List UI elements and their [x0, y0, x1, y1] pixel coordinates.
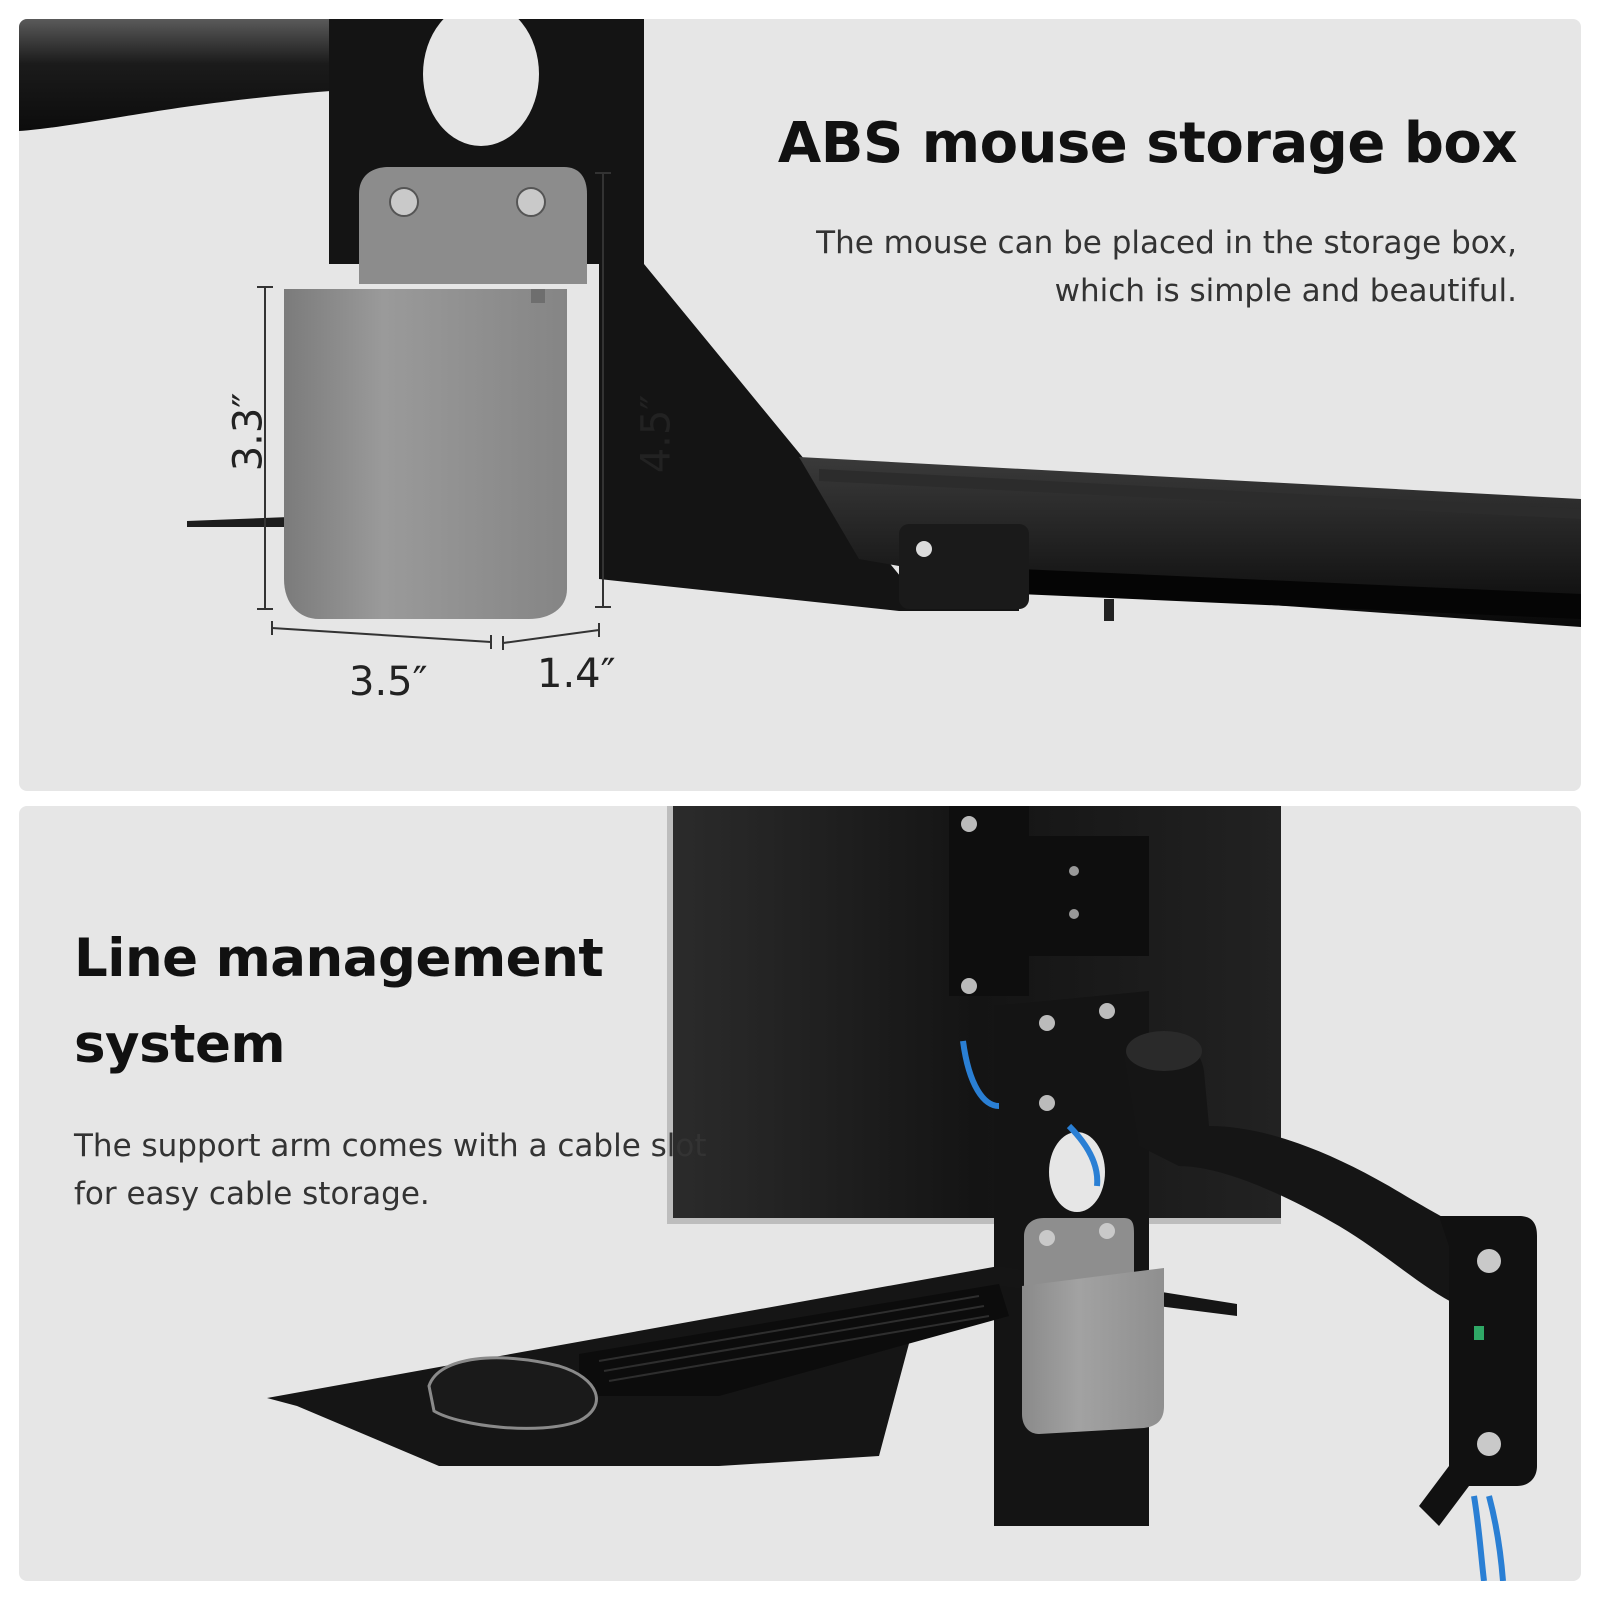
- line-management-illustration: [267, 806, 1537, 1581]
- box-width-label: 3.5″: [349, 659, 428, 705]
- wall-cable: [1471, 1495, 1506, 1581]
- blue-cable: [960, 1040, 1101, 1187]
- box-depth-label: 1.4″: [537, 651, 616, 697]
- pole-screw: [1039, 1015, 1055, 1031]
- tray-bracket: [899, 524, 1029, 609]
- section-title-mouse-storage: ABS mouse storage box: [777, 111, 1518, 176]
- mouse-storage-panel: ABS mouse storage box The mouse can be p…: [19, 19, 1581, 791]
- wall-bracket: [1419, 1216, 1537, 1526]
- mouse-storage-box-bottom: [1022, 1268, 1164, 1434]
- dimension-lines: [257, 172, 611, 650]
- articulating-arm: [1124, 1040, 1479, 1306]
- bracket-hole: [916, 541, 932, 557]
- screw-right: [516, 187, 546, 217]
- vesa-plate: [949, 806, 1149, 996]
- support-arm: [19, 19, 359, 131]
- mouse-storage-box: [284, 289, 567, 619]
- section-description-mouse-storage: The mouse can be placed in the storage b…: [816, 225, 1517, 309]
- shelf-edge: [187, 517, 289, 527]
- line-management-panel: Line management system The support arm c…: [19, 806, 1581, 1581]
- mouse-storage-box-illustration: [19, 19, 1581, 650]
- section-description-line-management: The support arm comes with a cable slot …: [74, 1128, 707, 1212]
- section-title-line-management: Line management system: [74, 928, 604, 1075]
- box-hanger-plate: [359, 167, 587, 284]
- screw-left: [389, 187, 419, 217]
- mouse: [427, 1356, 598, 1430]
- box-height-label: 3.3″: [225, 392, 272, 472]
- keyboard-keys: [598, 1295, 990, 1382]
- mount-height-label: 4.5″: [633, 394, 680, 474]
- cable-hole: [423, 19, 539, 146]
